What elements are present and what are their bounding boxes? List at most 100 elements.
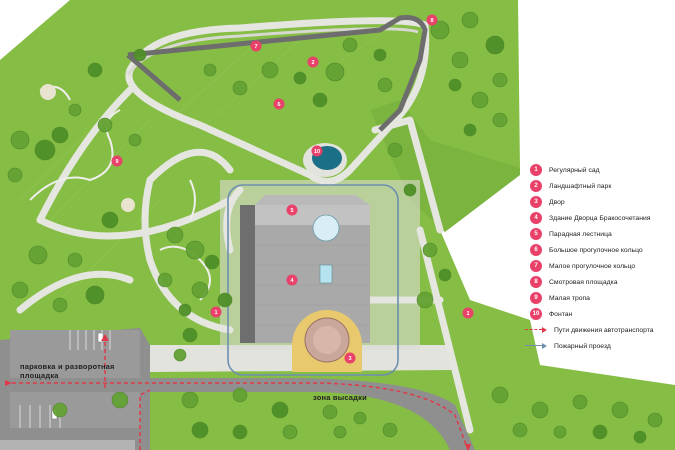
big-walk-loop xyxy=(125,17,430,185)
map-marker[interactable]: 2 xyxy=(307,56,319,68)
tree xyxy=(471,91,489,109)
tree xyxy=(51,126,69,144)
tree xyxy=(261,61,279,79)
marker-dot xyxy=(286,274,298,286)
map-marker[interactable]: 3 xyxy=(344,352,356,364)
marker-number: 1 xyxy=(214,310,217,316)
tree xyxy=(68,103,82,117)
tree xyxy=(67,252,83,268)
tree xyxy=(111,391,129,409)
tree xyxy=(232,424,248,440)
tree xyxy=(572,394,588,410)
tree xyxy=(97,117,113,133)
tree xyxy=(271,401,289,419)
tree xyxy=(128,133,142,147)
marker-number: 3 xyxy=(348,356,351,362)
marker-dot xyxy=(344,352,356,364)
legend-label: Малое прогулочное кольцо xyxy=(549,262,636,270)
marker-dot xyxy=(210,306,222,318)
tree xyxy=(387,142,403,158)
marker-number: 1 xyxy=(466,311,469,317)
legend-badge: 1 xyxy=(530,164,542,176)
tree xyxy=(182,327,198,343)
legend-label: Малая тропа xyxy=(549,294,590,302)
legend-badge: 4 xyxy=(530,212,542,224)
tree xyxy=(181,391,199,409)
map-marker[interactable]: 10 xyxy=(311,145,323,157)
tree xyxy=(232,387,248,403)
legend-badge: 5 xyxy=(530,228,542,240)
marker-dot xyxy=(286,204,298,216)
legend-item-grand-staircase: 5 Парадная лестница xyxy=(530,227,612,241)
tree xyxy=(422,242,438,258)
marker-number: 10 xyxy=(314,149,320,155)
legend-item-courtyard: 3 Двор xyxy=(530,195,565,209)
tree xyxy=(178,303,192,317)
tree xyxy=(512,422,528,438)
tree xyxy=(485,35,505,55)
legend-item-fountain: 10 Фонтан xyxy=(530,307,572,321)
tree xyxy=(204,254,220,270)
overlook-path xyxy=(127,15,428,132)
tree xyxy=(342,37,358,53)
legend-label: Пожарный проезд xyxy=(554,342,611,350)
legend-badge: 10 xyxy=(530,308,542,320)
legend-item-small-loop: 7 Малое прогулочное кольцо xyxy=(530,259,635,273)
access-road xyxy=(0,378,475,450)
marker-dot xyxy=(111,155,123,167)
legend-label: Смотровая площадка xyxy=(549,278,618,286)
tree xyxy=(377,77,393,93)
map-marker[interactable]: 9 xyxy=(111,155,123,167)
tree xyxy=(451,51,469,69)
map-marker[interactable]: 1 xyxy=(462,307,474,319)
map-marker[interactable]: 4 xyxy=(286,274,298,286)
tree xyxy=(85,285,105,305)
tree xyxy=(52,297,68,313)
legend-item-overlook: 8 Смотровая площадка xyxy=(530,275,618,289)
legend-label: Большое прогулочное кольцо xyxy=(549,246,643,254)
map-marker[interactable]: 1 xyxy=(210,306,222,318)
marker-dot xyxy=(311,145,323,157)
map-marker[interactable]: 6 xyxy=(273,98,285,110)
legend-label: Пути движения автотранспорта xyxy=(554,326,654,334)
legend-label: Парадная лестница xyxy=(549,230,612,238)
legend-label: Ландшафтный парк xyxy=(549,182,612,190)
tree xyxy=(463,123,477,137)
tree-group xyxy=(7,11,663,444)
marker-dot xyxy=(462,307,474,319)
parking-label: парковка и разворотная площадка xyxy=(20,362,115,380)
tree xyxy=(353,411,367,425)
map-marker[interactable]: 7 xyxy=(250,40,262,52)
dropoff-label: зона высадки xyxy=(313,393,367,402)
tree xyxy=(492,112,508,128)
fire-route xyxy=(227,184,399,376)
tree xyxy=(611,401,629,419)
legend-item-car-routes: Пути движения автотранспорта xyxy=(525,323,654,337)
tree xyxy=(430,20,450,40)
marker-number: 8 xyxy=(430,18,433,24)
marker-dot xyxy=(307,56,319,68)
tree xyxy=(191,421,209,439)
tree xyxy=(416,291,434,309)
tree xyxy=(293,71,307,85)
marker-dot xyxy=(426,14,438,26)
marker-dot xyxy=(250,40,262,52)
legend-item-palace-building: 4 Здание Дворца Бракосочетания xyxy=(530,211,650,225)
tree xyxy=(492,72,508,88)
tree xyxy=(531,401,549,419)
marker-number: 9 xyxy=(115,159,118,165)
legend-label: Двор xyxy=(549,198,565,206)
map-marker[interactable]: 8 xyxy=(426,14,438,26)
tree xyxy=(382,422,398,438)
map-marker[interactable]: 5 xyxy=(286,204,298,216)
tree xyxy=(203,63,217,77)
legend-item-landscape-park: 2 Ландшафтный парк xyxy=(530,179,611,193)
tree xyxy=(232,80,248,96)
legend-badge: 8 xyxy=(530,276,542,288)
tree xyxy=(438,268,452,282)
tree xyxy=(403,183,417,197)
marker-number: 2 xyxy=(311,60,314,66)
legend-label: Фонтан xyxy=(549,310,573,318)
